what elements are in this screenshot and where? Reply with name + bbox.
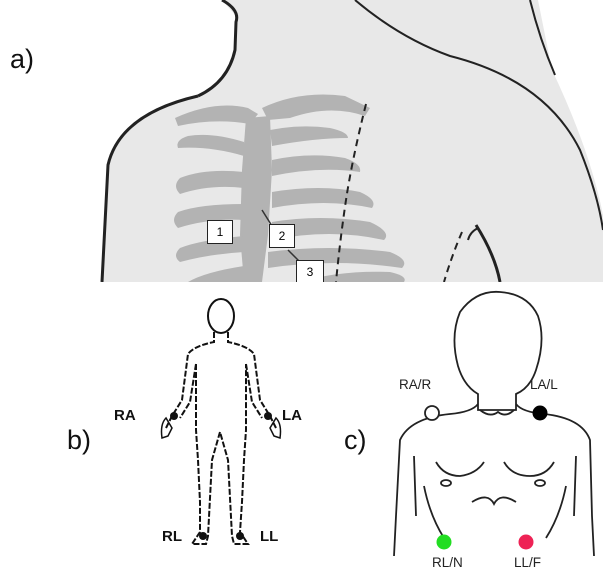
electrode-ll-b	[236, 532, 244, 540]
label-ra-c: RA/R	[399, 377, 432, 392]
chest-anatomy-illustration	[0, 0, 603, 290]
electrode-position-marker-1: 1	[207, 220, 233, 244]
label-la-c: LA/L	[530, 377, 558, 392]
electrode-position-marker-3: 3	[296, 260, 324, 282]
full-body-figure: RA LA RL LL	[110, 292, 330, 571]
electrode-la-b	[264, 412, 272, 420]
electrode-la-c	[533, 406, 547, 420]
electrode-ll-c	[519, 535, 534, 550]
label-ll-b: LL	[260, 528, 278, 545]
label-la-b: LA	[282, 407, 302, 424]
torso-skin	[102, 0, 603, 282]
electrode-position-marker-2: 2	[269, 224, 295, 248]
label-rl-c: RL/N	[432, 555, 463, 570]
electrode-ra-c	[425, 406, 439, 420]
body-outline	[166, 299, 276, 544]
electrode-ra-b	[170, 412, 178, 420]
label-rl-b: RL	[162, 528, 182, 545]
upper-torso-figure: RA/R LA/L RL/N LL/F	[380, 286, 603, 571]
head-outline	[454, 292, 541, 410]
label-ll-c: LL/F	[514, 555, 541, 570]
electrode-rl-b	[199, 532, 207, 540]
label-ra-b: RA	[114, 407, 136, 424]
electrode-rl-c	[437, 535, 452, 550]
panel-label-b: b)	[67, 425, 91, 456]
panel-label-c: c)	[344, 425, 367, 456]
shoulders-outline	[394, 404, 478, 556]
